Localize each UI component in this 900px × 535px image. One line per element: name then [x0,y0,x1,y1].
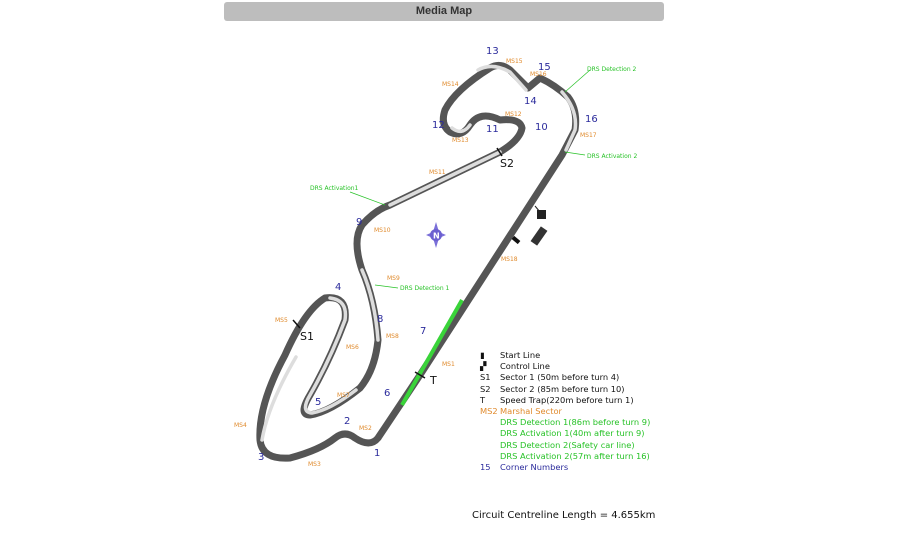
legend-text: Marshal Sector [500,406,562,417]
ms16: MS16 [530,71,547,78]
drs-activation-2-label: DRS Activation 2 [587,153,637,160]
ms17: MS17 [580,132,597,139]
legend-text: Speed Trap(220m before turn 1) [500,394,634,405]
speed-trap-marker: T [429,374,437,387]
media-map-title: Media Map [224,2,664,21]
legend-item: ▞ Control Line [480,361,650,372]
ms2: MS2 [359,425,372,432]
corner-13: 13 [486,46,499,57]
chequered-flag-icon [534,205,546,219]
corner-1: 1 [374,448,380,459]
circuit-length: Circuit Centreline Length = 4.655km [472,510,656,521]
corner-2: 2 [344,416,350,427]
legend-symbol: S2 [480,383,491,394]
ms7: MS7 [337,392,350,399]
corner-4: 4 [335,282,341,293]
drs-zone [400,299,464,406]
ms1: MS1 [442,361,455,368]
legend-item: S2 Sector 2 (85m before turn 10) [480,384,650,395]
corner-16: 16 [585,114,598,125]
legend-item: DRS Activation 1(40m after turn 9) [480,428,650,439]
legend-text: Start Line [500,350,541,360]
legend-text: Corner Numbers [500,462,569,473]
ms18: MS18 [501,256,518,263]
legend-item: S1 Sector 1 (50m before turn 4) [480,372,650,383]
ms14: MS14 [442,81,459,88]
corner-12: 12 [432,120,445,131]
legend-symbol: ▮ [480,350,485,360]
legend-symbol: T [480,394,486,405]
ms15: MS15 [506,58,523,65]
ms12: MS12 [505,111,522,118]
corner-9: 9 [356,217,362,228]
corner-14: 14 [524,96,537,107]
drs-detection-1-label: DRS Detection 1 [400,285,450,292]
legend-text: Control Line [500,361,550,372]
north-compass-icon: N [426,222,446,248]
legend-item: 15 Corner Numbers [480,462,650,473]
ms8: MS8 [386,333,399,340]
corner-3: 3 [258,452,264,463]
legend-item: T Speed Trap(220m before turn 1) [480,395,650,406]
corner-10: 10 [535,122,548,133]
sector-1-marker: S1 [300,330,314,343]
legend-symbol: ▞ [480,361,487,372]
ms13: MS13 [452,137,469,144]
sector-2-marker: S2 [500,157,514,170]
legend-item: DRS Detection 2(Safety car line) [480,440,650,451]
drs-activation-1-label: DRS Activation1 [310,185,359,192]
corner-15: 15 [538,62,551,73]
ms11: MS11 [429,169,446,176]
legend-text: DRS Detection 2(Safety car line) [500,439,635,450]
ms6: MS6 [346,344,359,351]
ms10: MS10 [374,227,391,234]
ms9: MS9 [387,275,400,282]
legend-text: DRS Activation 2(57m after turn 16) [500,450,650,461]
legend-symbol: MS2 [480,406,498,417]
legend-text: Sector 2 (85m before turn 10) [500,383,625,394]
legend-symbol: 15 [480,462,491,473]
corner-11: 11 [486,124,499,135]
legend-symbol: S1 [480,372,491,383]
start-line-car-icon [511,226,548,246]
legend-item: ▮ Start Line [480,350,650,361]
ms4: MS4 [234,422,247,429]
legend-text: Sector 1 (50m before turn 4) [500,372,620,383]
north-label: N [433,232,440,241]
corner-7: 7 [420,326,426,337]
legend-text: DRS Activation 1(40m after turn 9) [500,428,645,439]
legend-item: DRS Activation 2(57m after turn 16) [480,451,650,462]
legend-text: DRS Detection 1(86m before turn 9) [500,417,651,428]
ms5: MS5 [275,317,288,324]
legend-item: DRS Detection 1(86m before turn 9) [480,417,650,428]
corner-5: 5 [315,397,321,408]
corner-6: 6 [384,388,390,399]
corner-8: 8 [377,314,383,325]
drs-detection-2-label: DRS Detection 2 [587,66,637,73]
ms3: MS3 [308,461,321,468]
